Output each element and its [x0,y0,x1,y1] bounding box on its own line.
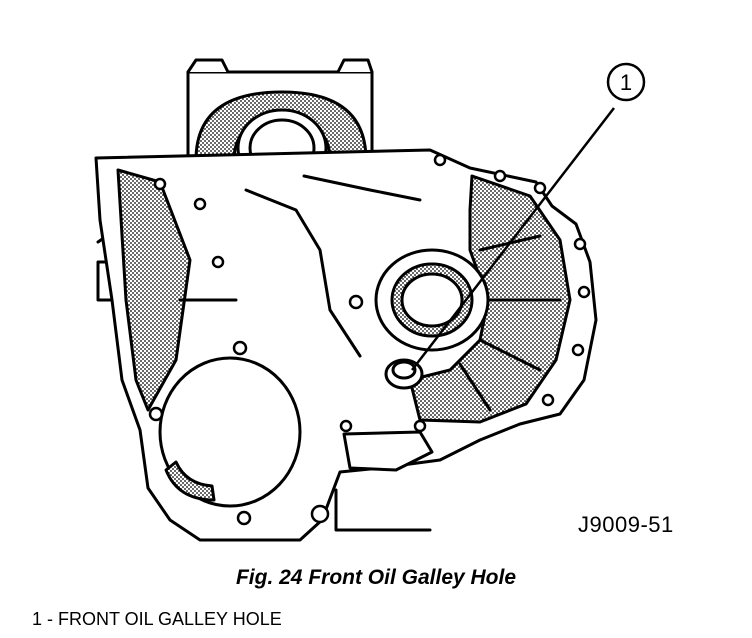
bolt-hole [413,419,427,433]
bolt-hole [193,197,207,211]
bolt-hole [433,153,447,167]
bolt-hole [493,169,507,183]
bolt-hole [148,406,164,422]
bolt-hole [153,177,167,191]
bolt-hole [236,510,252,526]
bolt-hole [571,343,585,357]
bolt-hole [310,504,330,524]
legend-item: 1 - FRONT OIL GALLEY HOLE [32,609,282,629]
lower-slot [342,430,434,472]
callout-leader-line [411,107,615,371]
bolt-hole [577,285,591,299]
bolt-hole [541,393,555,407]
figure-caption: Fig. 24 Front Oil Galley Hole [235,566,517,589]
bolt-hole [533,181,547,195]
bolt-hole [211,255,225,269]
lower-bore [158,356,302,508]
callout-circle [606,62,646,102]
figure-code: J9009-51 [578,512,674,537]
bolt-hole [232,340,248,356]
bolt-hole [573,237,587,251]
bolt-hole [348,294,364,310]
bolt-hole [339,419,353,433]
engine-block-front-illustration: 1 [94,58,646,542]
left-web-shading [116,168,192,412]
callout-number: 1 [620,70,632,95]
